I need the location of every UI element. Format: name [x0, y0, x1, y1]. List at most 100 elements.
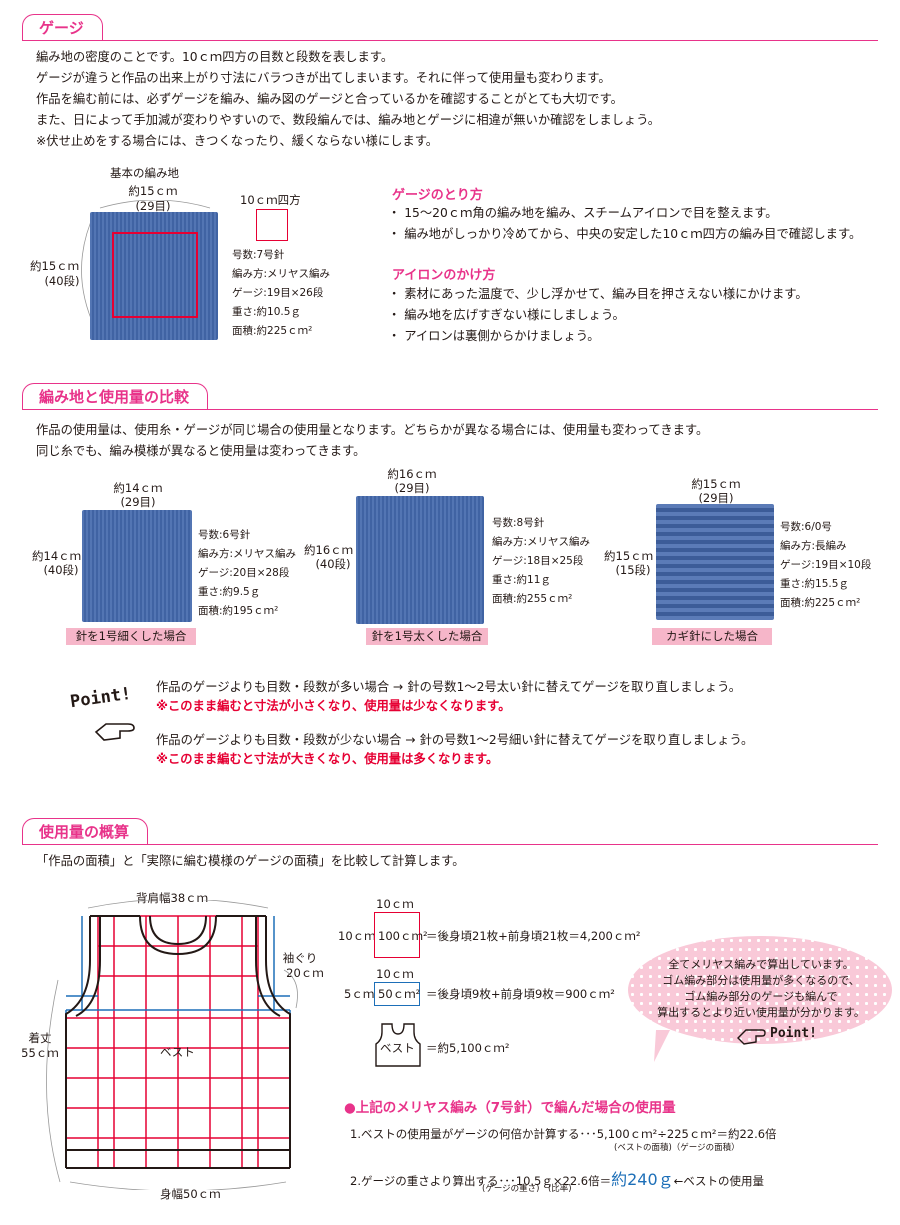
basic-spec-3: ゲージ:19目×26段: [232, 287, 324, 299]
compare-paragraph-1: 作品の使用量は、使用糸・ゲージが同じ場合の使用量となります。どちらかが異なる場合…: [36, 423, 709, 437]
vest-armhole-label: 袖ぐり: [282, 951, 318, 965]
square-label: 10ｃｍ四方: [240, 193, 301, 207]
sample3-width: 約15ｃｍ: [691, 477, 741, 491]
ironing-title: アイロンのかけ方: [392, 268, 496, 283]
sample3-spec-3: ゲージ:19目×10段: [780, 559, 872, 571]
estimate-intro: 「作品の面積」と「実際に編む模様のゲージの面積」を比較して計算します。: [36, 854, 465, 868]
ten-cm-square-overlay: [112, 232, 198, 318]
vest-body-label: ベスト: [160, 1045, 195, 1059]
vest-grid-diagram: [46, 900, 298, 1190]
sample3-height-sub: (15段): [615, 563, 651, 577]
ironing-item-2: ・ 編み地を広げすぎない様にしましょう。: [388, 308, 625, 322]
point-logo: Point!: [68, 683, 133, 713]
sq2-equation: ＝後身頃9枚+前身頃9枚＝900ｃｍ²: [426, 987, 615, 1001]
width-label: 約15ｃｍ: [128, 184, 178, 198]
bubble-tail: [654, 1030, 670, 1062]
sample3-height: 約15ｃｍ: [604, 549, 654, 563]
sq1-width: 10ｃｍ: [376, 897, 414, 911]
sample1-width: 約14ｃｍ: [113, 481, 163, 495]
gauge-paragraph-2: ゲージが違うと作品の出来上がり寸法にバラつきが出てしまいます。それに伴って使用量…: [36, 71, 611, 85]
how-to-take-item-1: ・ 15〜20ｃｍ角の編み地を編み、スチームアイロンで目を整えます。: [388, 206, 778, 220]
result-step-2-sub: (ゲージの重さ) (比率): [482, 1184, 572, 1194]
point-line-1: 作品のゲージよりも目数・段数が多い場合 → 針の号数1〜2号太い針に替えてゲージ…: [156, 680, 742, 694]
gauge-paragraph-5: ※伏せ止めをする場合には、きつくなったり、緩くならない様にします。: [36, 134, 439, 148]
sample2-width-sub: (29目): [394, 481, 430, 495]
sample3-label: カギ針にした場合: [652, 628, 772, 645]
sq2-area: 50ｃｍ²: [378, 987, 421, 1001]
result-step-2-suffix: ←ベストの使用量: [673, 1174, 765, 1188]
point-note-2: ※このまま編むと寸法が大きくなり、使用量は多くなります。: [156, 752, 499, 766]
sample2-height: 約16ｃｍ: [304, 543, 354, 557]
height-sub: (40段): [44, 274, 80, 288]
figure-caption: 基本の編み地: [110, 166, 179, 180]
tip-bubble: [628, 936, 892, 1044]
bubble-line-3: ゴム編み部分のゲージも編んで: [684, 990, 838, 1003]
height-label: 約15ｃｍ: [30, 259, 80, 273]
pointing-hand-icon: [94, 723, 135, 741]
ironing-item-3: ・ アイロンは裏側からかけましょう。: [388, 329, 600, 343]
width-sub: (29目): [135, 199, 171, 213]
section-title-compare: 編み地と使用量の比較: [22, 383, 209, 410]
basic-spec-2: 編み方:メリヤス編み: [232, 268, 331, 280]
section-title-estimate: 使用量の概算: [22, 818, 149, 845]
sq2-height: 5ｃｍ: [344, 987, 375, 1001]
sample3-spec-2: 編み方:長編み: [780, 540, 847, 552]
sample1-label: 針を1号細くした場合: [66, 628, 196, 645]
pointing-hand-icon: [737, 1029, 766, 1045]
bubble-line-2: ゴム編み部分は使用量が多くなるので、: [662, 974, 860, 987]
sq1-box: [374, 912, 420, 958]
bubble-point-logo: Point!: [770, 1026, 817, 1041]
sample3-swatch-image: [656, 504, 774, 620]
vest-width-label: 身幅50ｃｍ: [160, 1187, 221, 1201]
section-title-gauge: ゲージ: [22, 14, 103, 41]
result-step-1-sub: (ベストの面積)（ゲージの面積）: [614, 1143, 740, 1153]
basic-spec-4: 重さ:約10.5ｇ: [232, 306, 301, 318]
arc-guides: [81, 200, 211, 329]
vest-mini-icon: [375, 1023, 421, 1067]
sample1-width-sub: (29目): [120, 495, 156, 509]
vest-shoulder-label: 背肩幅38ｃｍ: [136, 891, 209, 905]
sample1-height: 約14ｃｍ: [32, 549, 82, 563]
sample1-spec-1: 号数:6号針: [198, 529, 251, 541]
compare-paragraph-2: 同じ糸でも、編み模様が異なると使用量は変わってきます。: [36, 444, 366, 458]
gauge-paragraph-3: 作品を編む前には、必ずゲージを編み、編み図のゲージと合っているかを確認することが…: [36, 92, 623, 106]
basic-spec-5: 面積:約225ｃｍ²: [232, 325, 313, 337]
sample1-spec-3: ゲージ:20目×28段: [198, 567, 290, 579]
sq1-area: 100ｃｍ²: [378, 929, 428, 943]
sample2-spec-2: 編み方:メリヤス編み: [492, 536, 591, 548]
bubble-line-1: 全てメリヤス編みで算出しています。: [668, 958, 854, 971]
sample2-height-sub: (40段): [315, 557, 351, 571]
result-weight: 約240ｇ: [611, 1170, 674, 1189]
result-step-1: 1.ベストの使用量がゲージの何倍か計算する･･･5,100ｃｍ²÷225ｃｍ²＝…: [350, 1127, 777, 1141]
result-step-2: 2.ゲージの重さより算出する･･･10.5ｇ×22.6倍＝約240ｇ←ベストの使…: [350, 1166, 764, 1190]
sample2-spec-4: 重さ:約11ｇ: [492, 574, 551, 586]
vest-area-equation: ＝約5,100ｃｍ²: [426, 1041, 510, 1055]
sample2-spec-3: ゲージ:18目×25段: [492, 555, 584, 567]
vest-length-label: 着丈: [28, 1031, 52, 1045]
sq1-equation: ＝後身頃21枚+前身頃21枚＝4,200ｃｍ²: [426, 929, 641, 943]
vest-armhole-value: 20ｃｍ: [286, 966, 324, 980]
sample2-spec-1: 号数:8号針: [492, 517, 545, 529]
gauge-paragraph-4: また、日によって手加減が変わりやすいので、数段編んでは、編み地とゲージに相違が無…: [36, 113, 661, 127]
sample2-swatch-image: [356, 496, 484, 624]
section-divider: [22, 40, 878, 41]
sample1-spec-5: 面積:約195ｃｍ²: [198, 605, 279, 617]
sample1-spec-2: 編み方:メリヤス編み: [198, 548, 297, 560]
result-step-2-expression: 2.ゲージの重さより算出する･･･10.5ｇ×22.6倍＝: [350, 1174, 612, 1188]
point-note-1: ※このまま編むと寸法が小さくなり、使用量は少なくなります。: [156, 699, 511, 713]
sample1-spec-4: 重さ:約9.5ｇ: [198, 586, 261, 598]
square-icon: [256, 209, 288, 241]
bubble-line-4: 算出するとより近い使用量が分かります。: [657, 1006, 865, 1019]
vest-mini-label: ベスト: [380, 1041, 415, 1055]
section-divider: [22, 409, 878, 410]
sq2-box: [374, 982, 420, 1006]
sample1-swatch-image: [82, 510, 192, 622]
sq1-height: 10ｃｍ: [338, 929, 376, 943]
result-title: ●上記のメリヤス編み（7号針）で編んだ場合の使用量: [344, 1100, 676, 1116]
sample1-height-sub: (40段): [43, 563, 79, 577]
section-divider: [22, 844, 878, 845]
gauge-paragraph-1: 編み地の密度のことです。10ｃｍ四方の目数と段数を表します。: [36, 50, 394, 64]
ironing-item-1: ・ 素材にあった温度で、少し浮かせて、編み目を押さえない様にかけます。: [388, 287, 808, 301]
how-to-take-item-2: ・ 編み地がしっかり冷めてから、中央の安定した10ｃｍ四方の編み目で確認します。: [388, 227, 862, 241]
how-to-take-title: ゲージのとり方: [392, 188, 483, 203]
